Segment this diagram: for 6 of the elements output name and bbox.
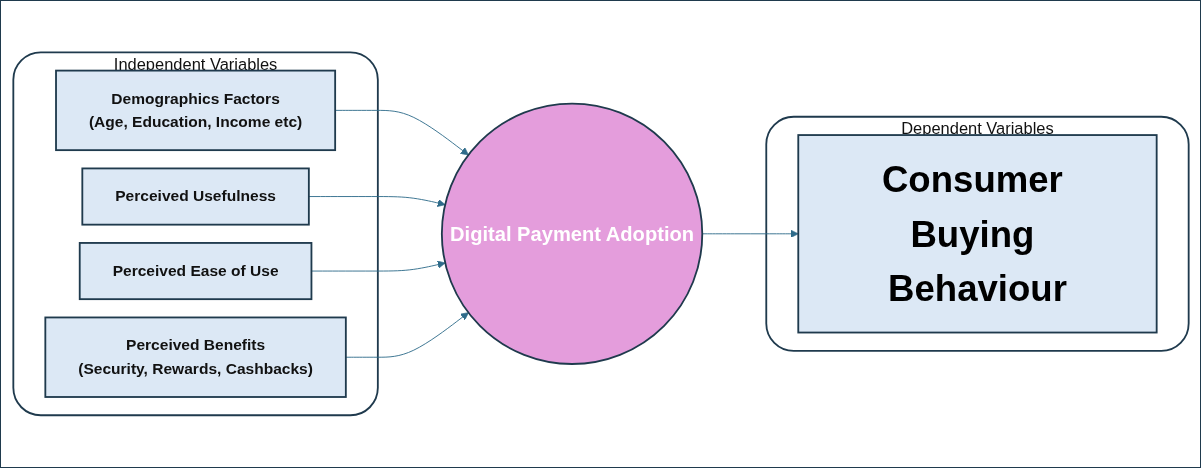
node-box: Consumer Buying Behaviour [796, 134, 1158, 334]
node-box: Perceived Ease of Use [78, 242, 312, 301]
node-box: Perceived Usefulness [80, 167, 310, 226]
node-circle: Digital Payment Adoption [440, 102, 703, 366]
node-box: Demographics Factors (Age, Education, Income etc) [54, 69, 336, 152]
node-box: Perceived Benefits (Security, Rewards, Cashbacks) [43, 316, 347, 399]
